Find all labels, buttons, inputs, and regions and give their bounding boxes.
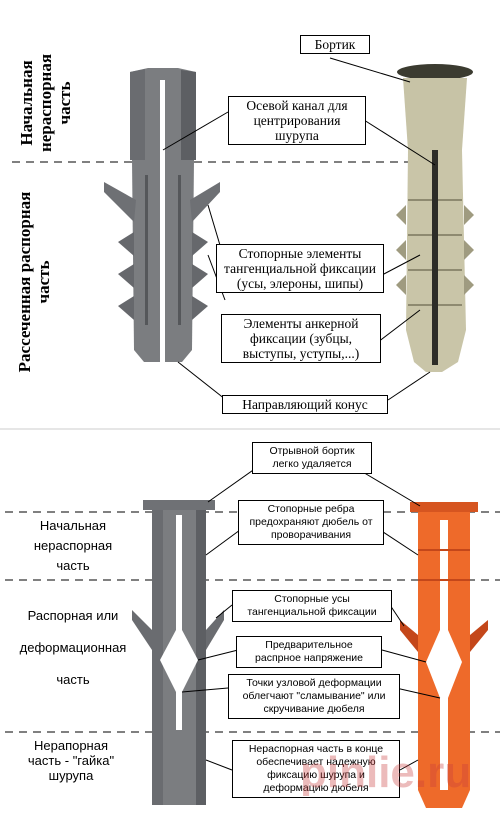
callout-locking-ribs: Стопорные ребра предохраняют дюбель от п…: [238, 500, 384, 545]
vertical-label-start-part: Начальная нераспорная часть: [17, 53, 74, 153]
callout-locking-whiskers: Стопорные усы тангенциальной фиксации: [232, 590, 392, 622]
bottom-diagram-panel: Начальная нераспорная часть Распорная ил…: [0, 430, 500, 813]
callout-end-part: Нераспорная часть в конце обеспечивает н…: [232, 740, 400, 798]
callout-pre-tension: Предварительное распрное напряжение: [236, 636, 382, 668]
leader-lines: [181, 467, 441, 771]
grey-dowel-illustration: [132, 500, 224, 805]
watermark: pinlie.ru: [300, 748, 472, 797]
callout-rim: Бортик: [300, 35, 370, 54]
beige-dowel-illustration: [396, 64, 474, 372]
side-label-spreading-part: Распорная или деформационная часть: [19, 608, 127, 687]
callout-node-deformation: Точки узловой деформации облегчают "слам…: [228, 674, 400, 719]
bottom-diagram-illustration: [5, 467, 500, 808]
callout-tear-off-rim: Отрывной бортик легко удаляется: [252, 442, 372, 474]
callout-locking-elements: Стопорные элементы тангенциальной фиксац…: [216, 244, 384, 293]
panel-divider: [0, 428, 500, 430]
top-diagram-illustration: [12, 57, 474, 404]
callout-anchor-elements: Элементы анкерной фиксации (зубцы, высту…: [221, 314, 381, 363]
side-label-nut-part: Нерапорная часть - "гайка" шурупа: [27, 738, 115, 783]
callout-axial-channel: Осевой канал для центрирования шурупа: [228, 96, 366, 145]
vertical-label-spreading-part: Рассеченная распорная часть: [15, 191, 53, 373]
callout-guide-cone: Направляющий конус: [222, 395, 388, 414]
side-label-start-part: Начальная нераспорная часть: [33, 518, 113, 573]
grey-dowel-illustration: [104, 68, 220, 362]
orange-dowel-illustration: [400, 502, 488, 808]
top-diagram-panel: Начальная нераспорная часть Рассеченная …: [12, 35, 474, 414]
